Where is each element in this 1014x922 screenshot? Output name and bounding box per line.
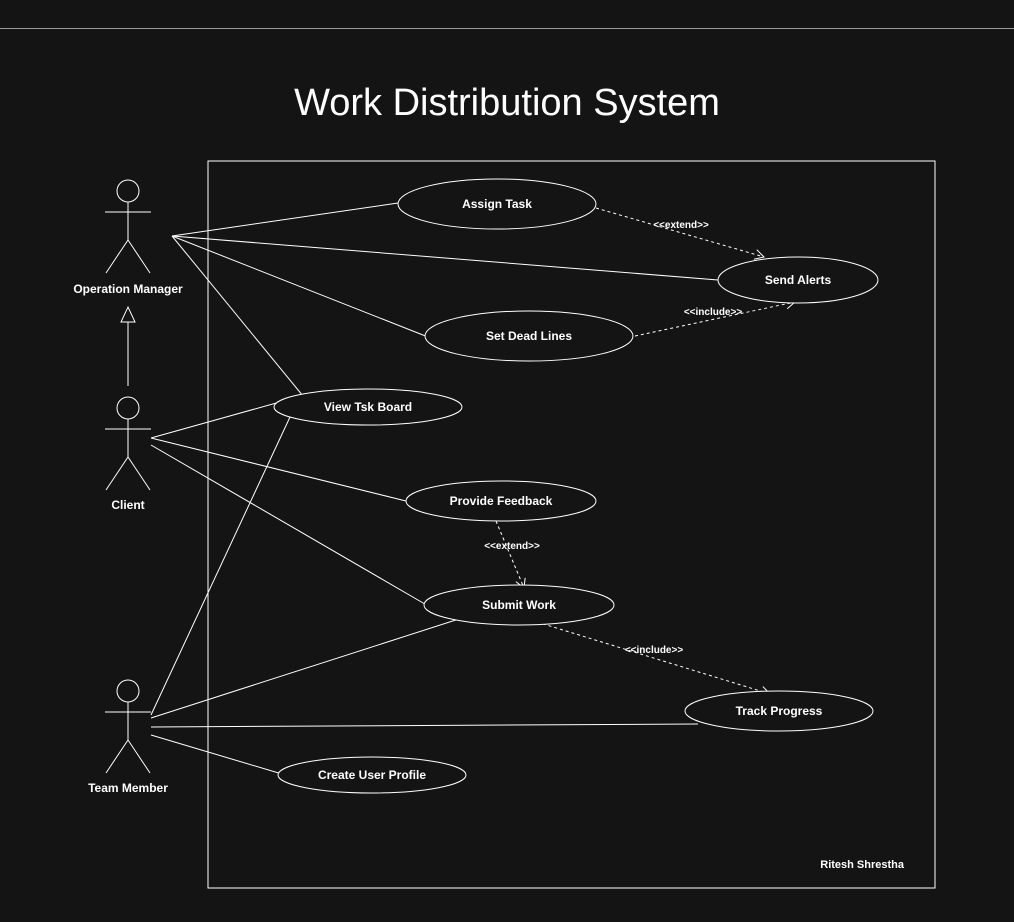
relation-label: <<include>>: [684, 307, 743, 318]
assoc-om-set-dead-lines: [171, 235, 429, 338]
use-case-provide-feedback: [405, 480, 597, 522]
actor-team-member: [105, 679, 151, 774]
diagram-title: Work Distribution System: [294, 82, 720, 124]
actor-client: [105, 396, 151, 491]
use-case-send-alerts: [717, 256, 879, 304]
relation-label: <<extend>>: [653, 220, 709, 231]
use-case-create-user-profile: [277, 756, 467, 794]
use-case-label: Submit Work: [482, 598, 556, 612]
actor-label: Team Member: [88, 781, 168, 795]
dependencies: [495, 207, 797, 697]
relation-extend-feedback-submit: [495, 520, 526, 589]
author-label: Ritesh Shrestha: [820, 859, 905, 871]
assoc-client-submit-work: [150, 444, 431, 608]
associations: [150, 202, 719, 775]
use-case-label: Assign Task: [462, 197, 532, 211]
top-divider: [0, 28, 1014, 29]
use-case-label: Track Progress: [736, 704, 823, 718]
assoc-om-assign-task: [171, 202, 399, 237]
use-case-track-progress: [684, 690, 874, 732]
generalization-client-om: [120, 305, 136, 386]
use-case-view-tsk-board: [273, 388, 463, 426]
relation-label: <<extend>>: [484, 541, 540, 552]
use-case-label: Provide Feedback: [450, 494, 553, 508]
actor-operation-manager: [105, 179, 151, 274]
use-case-label: Set Dead Lines: [486, 329, 572, 343]
use-case-label: Send Alerts: [765, 273, 832, 287]
relation-extend-assign-alerts: [595, 207, 765, 260]
relation-label: <<include>>: [625, 645, 684, 656]
assoc-tm-submit-work: [150, 617, 463, 719]
use-case-assign-task: [397, 178, 597, 230]
use-case-label: Create User Profile: [318, 768, 426, 782]
system-boundary: [207, 160, 936, 889]
assoc-tm-track-progress: [150, 723, 699, 728]
assoc-om-send-alerts: [171, 235, 719, 281]
assoc-client-view-tsk-board: [150, 399, 288, 439]
assoc-tm-view-tsk-board: [150, 416, 291, 716]
assoc-tm-create-user-profile: [150, 734, 283, 775]
actor-label: Operation Manager: [73, 282, 183, 296]
assoc-om-view-tsk-board: [171, 235, 304, 397]
relation-include-submit-track: [536, 621, 771, 697]
use-case-submit-work: [423, 584, 615, 626]
actor-label: Client: [111, 498, 144, 512]
use-case-set-dead-lines: [424, 310, 634, 362]
use-cases: [273, 178, 879, 794]
assoc-client-provide-feedback: [150, 437, 407, 502]
use-case-label: View Tsk Board: [324, 400, 412, 414]
